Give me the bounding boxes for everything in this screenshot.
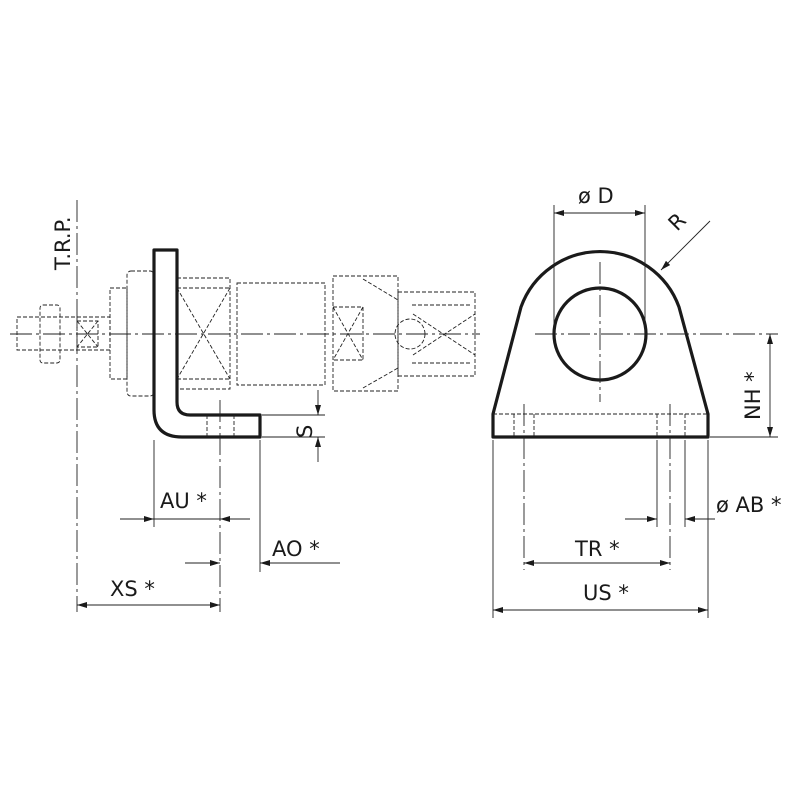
angle-bracket <box>152 248 262 439</box>
s-label: S <box>293 425 317 438</box>
side-view: T.R.P. S <box>10 200 480 612</box>
cylinder-hidden-outline <box>16 270 476 397</box>
tr-label: TR * <box>574 537 620 561</box>
front-view: ø D R NH * ø AB * TR * US * <box>491 184 781 618</box>
nh-label: NH * <box>741 371 765 420</box>
xs-label: XS * <box>110 577 155 601</box>
bracket-eye <box>491 250 710 439</box>
d-label: ø D <box>578 184 614 208</box>
r-label: R <box>664 208 691 235</box>
trp-label: T.R.P. <box>51 216 75 271</box>
ao-label: AO * <box>272 537 320 561</box>
us-label: US * <box>583 581 629 605</box>
au-label: AU * <box>160 489 207 513</box>
ab-label: ø AB * <box>716 493 781 517</box>
